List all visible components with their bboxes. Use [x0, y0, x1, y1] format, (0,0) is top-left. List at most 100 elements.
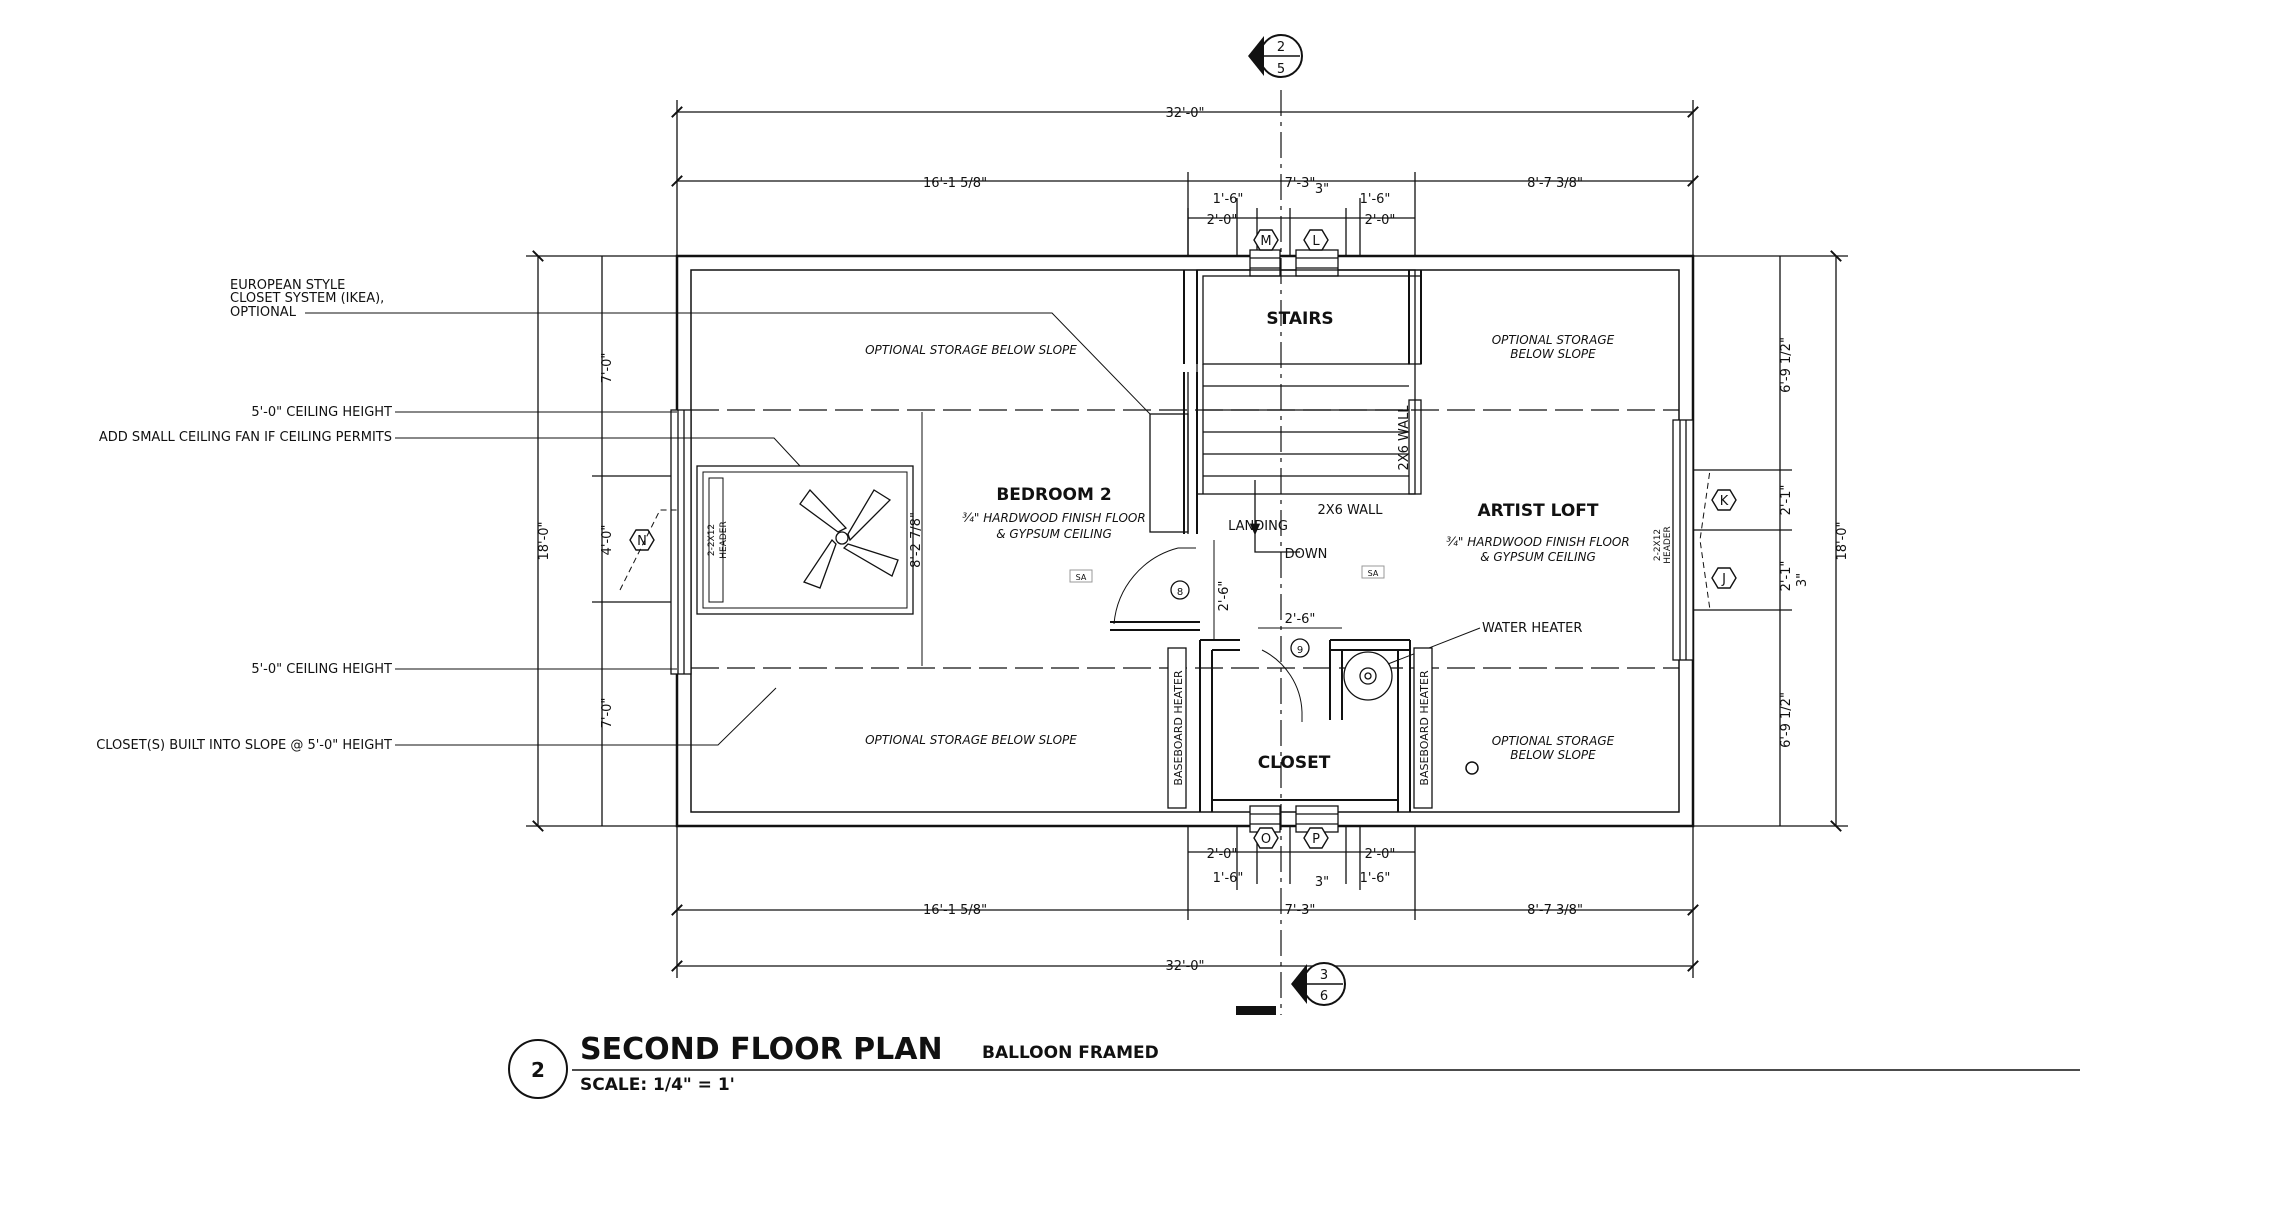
section-bottom-sheet: 6: [1320, 989, 1328, 1004]
door-tag-8-label: 8: [1177, 587, 1183, 598]
hall-dimension-lines: [1213, 540, 1342, 640]
loft-finish-line-2: & GYPSUM CEILING: [1480, 550, 1596, 564]
storage-bottom-right-line-2: BELOW SLOPE: [1510, 748, 1596, 762]
landing-label: LANDING: [1228, 519, 1288, 534]
section-marker-top: [1248, 34, 1303, 78]
window-tag-n-label: N: [637, 534, 647, 549]
section-top-number: 2: [1277, 40, 1285, 55]
dim-win-d: 1'-6": [1360, 192, 1391, 207]
stairs-label: STAIRS: [1266, 309, 1333, 329]
window-tag-j-label: J: [1721, 572, 1726, 587]
bed: [696, 465, 914, 615]
dim-right-top: 6'-9 1/2": [1779, 337, 1794, 393]
ceiling-fan-icon: [799, 488, 899, 589]
header-right-line-1: 2-2X12: [1653, 529, 1663, 561]
dim-hall-a: 2'-6": [1217, 581, 1232, 612]
drawing-subtitle: BALLOON FRAMED: [982, 1043, 1159, 1063]
note-ceiling-height-bottom: 5'-0" CEILING HEIGHT: [251, 662, 392, 677]
window-tag-p: [1303, 827, 1329, 849]
storage-top-right-line-1: OPTIONAL STORAGE: [1492, 333, 1615, 347]
dim-right-span-top: 8'-7 3/8": [1527, 176, 1583, 191]
right-dimension-lines: [1680, 250, 1848, 832]
down-label: DOWN: [1285, 547, 1328, 562]
section-marker-bottom: [1236, 962, 1346, 1015]
dim-overall-top: 32'-0": [1165, 106, 1204, 121]
window-right-swing: [1693, 469, 1711, 611]
dim-hall-b: 2'-6": [1285, 612, 1316, 627]
window-tag-m: [1253, 229, 1279, 251]
drawing-scale: SCALE: 1/4" = 1': [580, 1075, 735, 1095]
wall-2x6-vertical-label: 2X6 WALL: [1397, 405, 1412, 471]
sa-label-1: SA: [1076, 573, 1087, 582]
window-tag-p-label: P: [1312, 832, 1320, 847]
note-ceiling-height-top: 5'-0" CEILING HEIGHT: [251, 405, 392, 420]
dim-bwin-d: 1'-6": [1360, 871, 1391, 886]
window-tag-m-label: M: [1260, 234, 1271, 249]
storage-bottom-right-line-1: OPTIONAL STORAGE: [1492, 734, 1615, 748]
dim-left-top: 7'-0": [600, 353, 615, 384]
bottom-dimension-lines: [671, 826, 1699, 978]
window-tag-n: [619, 509, 680, 591]
wall-2x6-horizontal-label: 2X6 WALL: [1317, 503, 1383, 518]
window-top-l: [1295, 249, 1339, 277]
door-tag-9: [1290, 638, 1310, 658]
interior-partitions: [1110, 270, 1422, 812]
note-closets-slope: CLOSET(S) BUILT INTO SLOPE @ 5'-0" HEIGH…: [96, 738, 392, 753]
title-block: [508, 1039, 2080, 1099]
dim-right-span-bottom: 8'-7 3/8": [1527, 903, 1583, 918]
door-swing-bedroom: [1113, 547, 1196, 625]
baseboard-heater-left-label: BASEBOARD HEATER: [1172, 670, 1185, 786]
header-left-line-1: 2-2X12: [707, 524, 717, 556]
dim-win-c: 3": [1315, 182, 1329, 197]
water-heater-icon: [1343, 627, 1481, 701]
dim-center-span-bottom: 7'-3": [1285, 903, 1316, 918]
dim-right-bottom: 6'-9 1/2": [1779, 692, 1794, 748]
window-tag-o-label: O: [1261, 832, 1271, 847]
header-right-line-2: HEADER: [1663, 526, 1673, 563]
note-closet-system-line-2: CLOSET SYSTEM (IKEA),: [230, 291, 384, 306]
door-tag-8: [1170, 580, 1190, 600]
water-heater-label: WATER HEATER: [1482, 621, 1582, 636]
door-swing-closet: [1261, 649, 1303, 722]
window-tag-l-label: L: [1312, 234, 1320, 249]
window-right: [1672, 419, 1694, 661]
storage-top-right-line-2: BELOW SLOPE: [1510, 347, 1596, 361]
dim-center-span-top: 7'-3": [1285, 176, 1316, 191]
section-bottom-number: 3: [1320, 968, 1328, 983]
dim-left-mid: 4'-0": [600, 525, 615, 556]
bedroom-finish-line-1: ¾" HARDWOOD FINISH FLOOR: [962, 511, 1145, 525]
window-tag-o: [1253, 827, 1279, 849]
bedroom-2-label: BEDROOM 2: [996, 485, 1111, 505]
note-closet-system-line-1: EUROPEAN STYLE: [230, 278, 345, 293]
sa-box-1: [1069, 569, 1093, 583]
dim-bwin-b: 1'-6": [1213, 871, 1244, 886]
dim-left-span-bottom: 16'-1 5/8": [923, 903, 987, 918]
header-left-line-2: HEADER: [719, 521, 729, 558]
drawing-title: SECOND FLOOR PLAN: [580, 1032, 943, 1067]
window-left-n: [670, 409, 692, 675]
dim-right-mid-b: 2'-1": [1779, 561, 1794, 592]
bedroom-finish-line-2: & GYPSUM CEILING: [996, 527, 1112, 541]
leader-lines: [305, 312, 1151, 746]
loft-finish-line-1: ¾" HARDWOOD FINISH FLOOR: [1446, 535, 1629, 549]
dim-win-a: 1'-6": [1213, 192, 1244, 207]
window-tag-l: [1303, 229, 1329, 251]
left-dimension-lines: [526, 250, 690, 832]
dim-right-mid-c: 3": [1795, 573, 1810, 587]
artist-loft-label: ARTIST LOFT: [1477, 501, 1598, 521]
dim-left-overall: 18'-0": [537, 521, 552, 560]
window-top-m: [1249, 249, 1281, 277]
note-closet-system-line-3: OPTIONAL: [230, 305, 297, 320]
top-dimension-lines: [671, 100, 1699, 256]
dim-right-mid-a: 2'-1": [1779, 485, 1794, 516]
sa-box-2: [1361, 565, 1385, 579]
door-tag-9-label: 9: [1297, 645, 1303, 656]
dim-left-bottom: 7'-0": [600, 698, 615, 729]
note-ceiling-fan: ADD SMALL CEILING FAN IF CEILING PERMITS: [99, 430, 392, 445]
section-top-sheet: 5: [1277, 62, 1285, 77]
floor-drain-icon: [1465, 761, 1479, 775]
closet-label: CLOSET: [1258, 753, 1331, 773]
dim-win-e: 2'-0": [1365, 213, 1396, 228]
window-tag-k-label: K: [1720, 494, 1729, 509]
